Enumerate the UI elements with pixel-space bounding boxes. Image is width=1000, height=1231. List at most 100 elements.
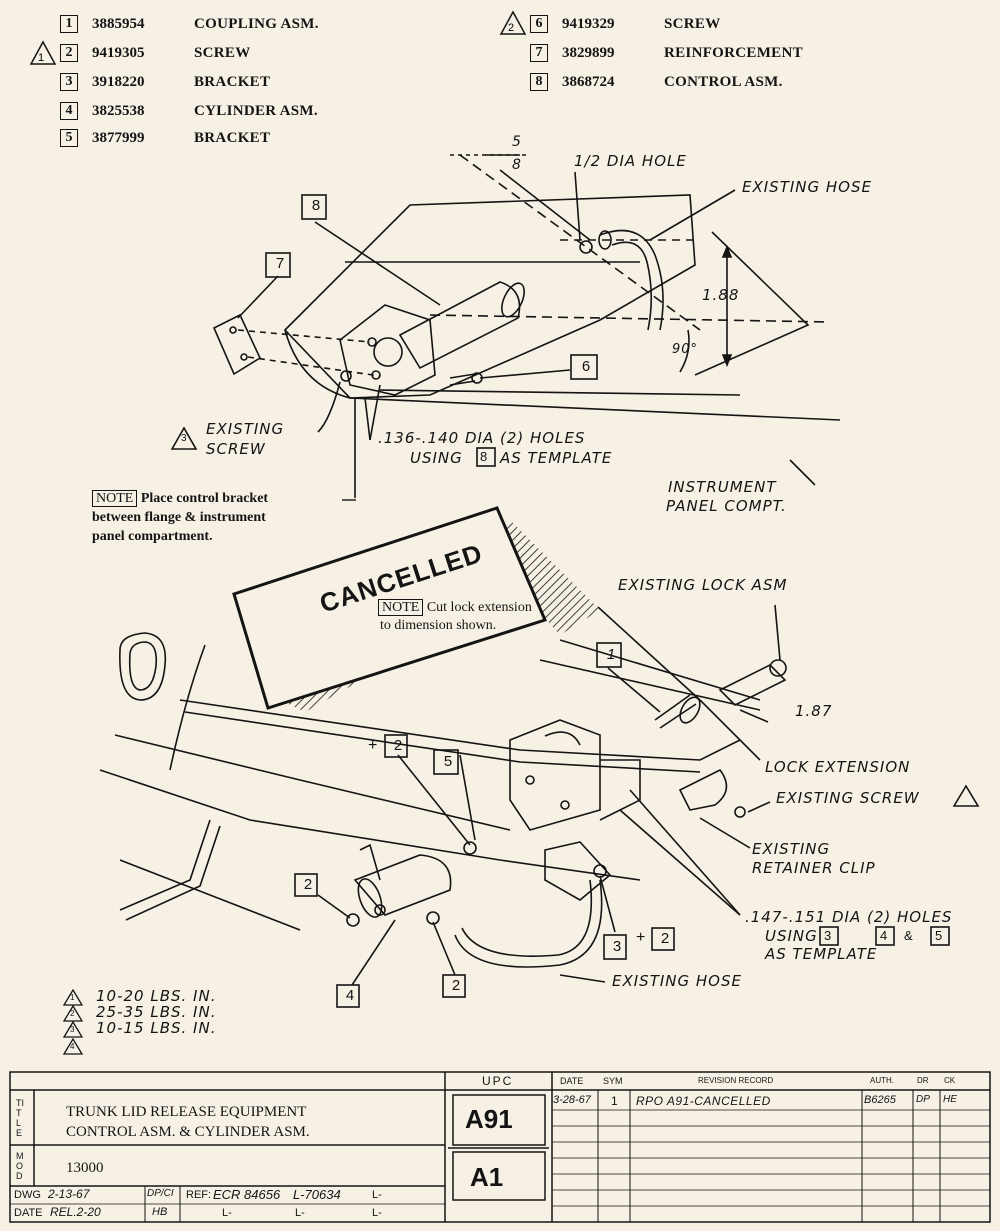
leader-line: [432, 921, 456, 976]
rev-ck: HE: [943, 1094, 957, 1105]
callout-box: [433, 749, 459, 775]
callout-box: [301, 194, 327, 220]
plus-sign: +: [636, 929, 646, 946]
part-row: 5 3877999 BRACKET: [60, 126, 270, 150]
item-number: 2: [60, 44, 78, 62]
item-number: 1: [60, 15, 78, 33]
lock-bracket: [509, 719, 601, 831]
screw-shank: [449, 373, 476, 386]
part-number: 3868724: [562, 73, 615, 90]
existing-screw-label: EXISTING SCREW: [776, 789, 920, 807]
existing-screw-label: EXISTING: [206, 420, 285, 438]
dimension-line: [459, 154, 701, 331]
part-name: SCREW: [664, 15, 721, 32]
cylinder-asm: [353, 854, 452, 916]
existing-retainer-label: RETAINER CLIP: [752, 859, 876, 877]
holes-147-label: .147-.151 DIA (2) HOLES: [745, 908, 953, 926]
instrument-panel-label: PANEL COMPT.: [666, 497, 787, 515]
rev-header-auth: AUTH.: [870, 1076, 894, 1085]
part-row: 3 3918220 BRACKET: [60, 70, 270, 94]
existing-hose: [454, 879, 603, 968]
existing-lock-label: EXISTING LOCK ASM: [618, 576, 788, 594]
callout-box: [384, 734, 408, 758]
leader-line: [597, 606, 701, 701]
lid-rail: [559, 639, 761, 701]
holes-147-using: USING: [765, 927, 818, 945]
callout-6: 6: [581, 358, 591, 375]
hose-end: [598, 230, 612, 250]
flag-number: 2: [508, 22, 514, 34]
leader-line: [619, 809, 741, 916]
note-text: between flange & instrument: [92, 510, 266, 525]
screw-head: [346, 913, 360, 927]
flag-number: 2: [70, 1009, 75, 1018]
rev-record: RPO A91-CANCELLED: [636, 1094, 771, 1108]
part-row: 2 9419305 SCREW: [60, 41, 251, 65]
panel-edge: [349, 397, 841, 421]
part-row: 8 3868724 CONTROL ASM.: [530, 70, 783, 94]
leader-line: [699, 699, 761, 761]
ref-label: REF:: [186, 1189, 212, 1201]
holes-136-ref: 8: [480, 449, 488, 464]
bracket-loop: [544, 731, 581, 746]
cancelled-stamp: [232, 506, 548, 710]
torque-note: 25-35 LBS. IN.: [96, 1003, 217, 1021]
cut-note: NOTE Cut lock extension: [378, 599, 532, 616]
callout-5: 5: [443, 753, 453, 770]
existing-retainer-label: EXISTING: [752, 840, 831, 858]
lid-edge: [114, 734, 511, 831]
part-name: COUPLING ASM.: [194, 15, 319, 32]
existing-hose: [461, 879, 593, 957]
item-number: 5: [60, 129, 78, 147]
flag-number: 3: [70, 1025, 75, 1034]
alignment-line: [247, 356, 381, 377]
mount-hole: [525, 775, 535, 785]
holes-147-ref: 5: [935, 928, 943, 943]
flag-triangle-icon: [499, 10, 527, 35]
lock-extension: [654, 694, 691, 721]
cylinder-end: [501, 282, 525, 318]
leader-line: [649, 189, 736, 241]
lid-rail: [179, 699, 741, 761]
leader-line: [237, 275, 279, 319]
callout-2: 2: [303, 876, 313, 893]
lid-edge: [99, 769, 641, 881]
rev-header-record: REVISION RECORD: [698, 1076, 774, 1085]
item-number: 6: [530, 15, 548, 33]
drawing-title-line2: CONTROL ASM. & CYLINDER ASM.: [66, 1124, 310, 1140]
l-number: L-70634: [293, 1187, 341, 1202]
upc-sub-code: A1: [470, 1162, 504, 1192]
oval-opening: [119, 632, 167, 701]
callout-3: 3: [612, 938, 622, 955]
torque-note: 10-20 LBS. IN.: [96, 987, 217, 1005]
dim-187-line: [739, 709, 769, 723]
callout-box: [442, 974, 466, 998]
lid-edge: [169, 644, 206, 771]
part-row: 1 3885954 COUPLING ASM.: [60, 12, 319, 36]
leader-line: [364, 397, 371, 441]
leader-line: [789, 459, 816, 486]
retainer-clip: [678, 768, 728, 811]
holes-147-and: &: [904, 928, 913, 943]
callout-2: 2: [660, 930, 670, 947]
l-number-blank: L-: [372, 1207, 382, 1219]
upc-box: [452, 1151, 546, 1201]
leader-line: [629, 789, 741, 916]
callout-4: 4: [345, 987, 355, 1004]
dwg-date-label: DWG: [14, 1189, 41, 1201]
angle-90-label: 90°: [672, 342, 699, 357]
control-bracket: [339, 304, 436, 396]
leader-line: [747, 801, 771, 813]
callout-box: [596, 642, 622, 668]
l-number-blank: L-: [372, 1189, 382, 1201]
existing-hose-label: EXISTING HOSE: [612, 972, 742, 990]
bracket-3: [544, 841, 612, 901]
note-label: NOTE: [92, 490, 138, 507]
existing-hose: [599, 229, 664, 331]
oval-opening-inner: [128, 641, 158, 691]
note-text: Place control bracket: [140, 491, 269, 506]
template-ref-box: [875, 926, 895, 946]
